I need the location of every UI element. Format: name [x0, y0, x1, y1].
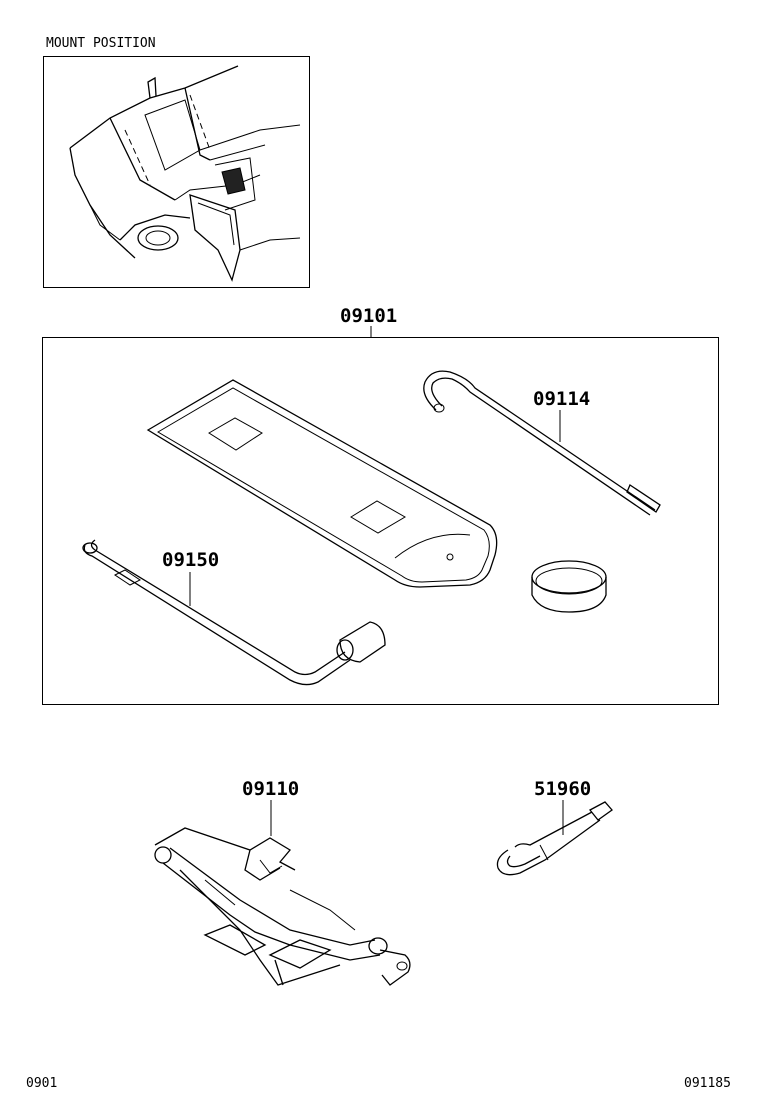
scissor-jack	[154, 800, 411, 986]
tool-bag	[146, 379, 498, 588]
part-number-hook[interactable]: 09114	[533, 388, 591, 410]
ring-part	[531, 560, 607, 613]
towing-eye-bolt	[496, 800, 613, 876]
mount-position-frame	[43, 56, 310, 288]
footer-code-left: 0901	[26, 1076, 58, 1091]
lug-wrench	[82, 539, 386, 686]
part-number-jack[interactable]: 09110	[242, 778, 300, 800]
footer-code-right: 091185	[684, 1076, 731, 1091]
hook-tool	[423, 370, 661, 516]
tool-kit-frame	[42, 337, 719, 705]
mount-position-caption: MOUNT POSITION	[46, 36, 156, 51]
part-number-kit[interactable]: 09101	[340, 305, 398, 327]
part-number-wrench[interactable]: 09150	[162, 549, 220, 571]
car-mount-illustration	[69, 65, 301, 282]
part-number-eye-bolt[interactable]: 51960	[534, 778, 592, 800]
